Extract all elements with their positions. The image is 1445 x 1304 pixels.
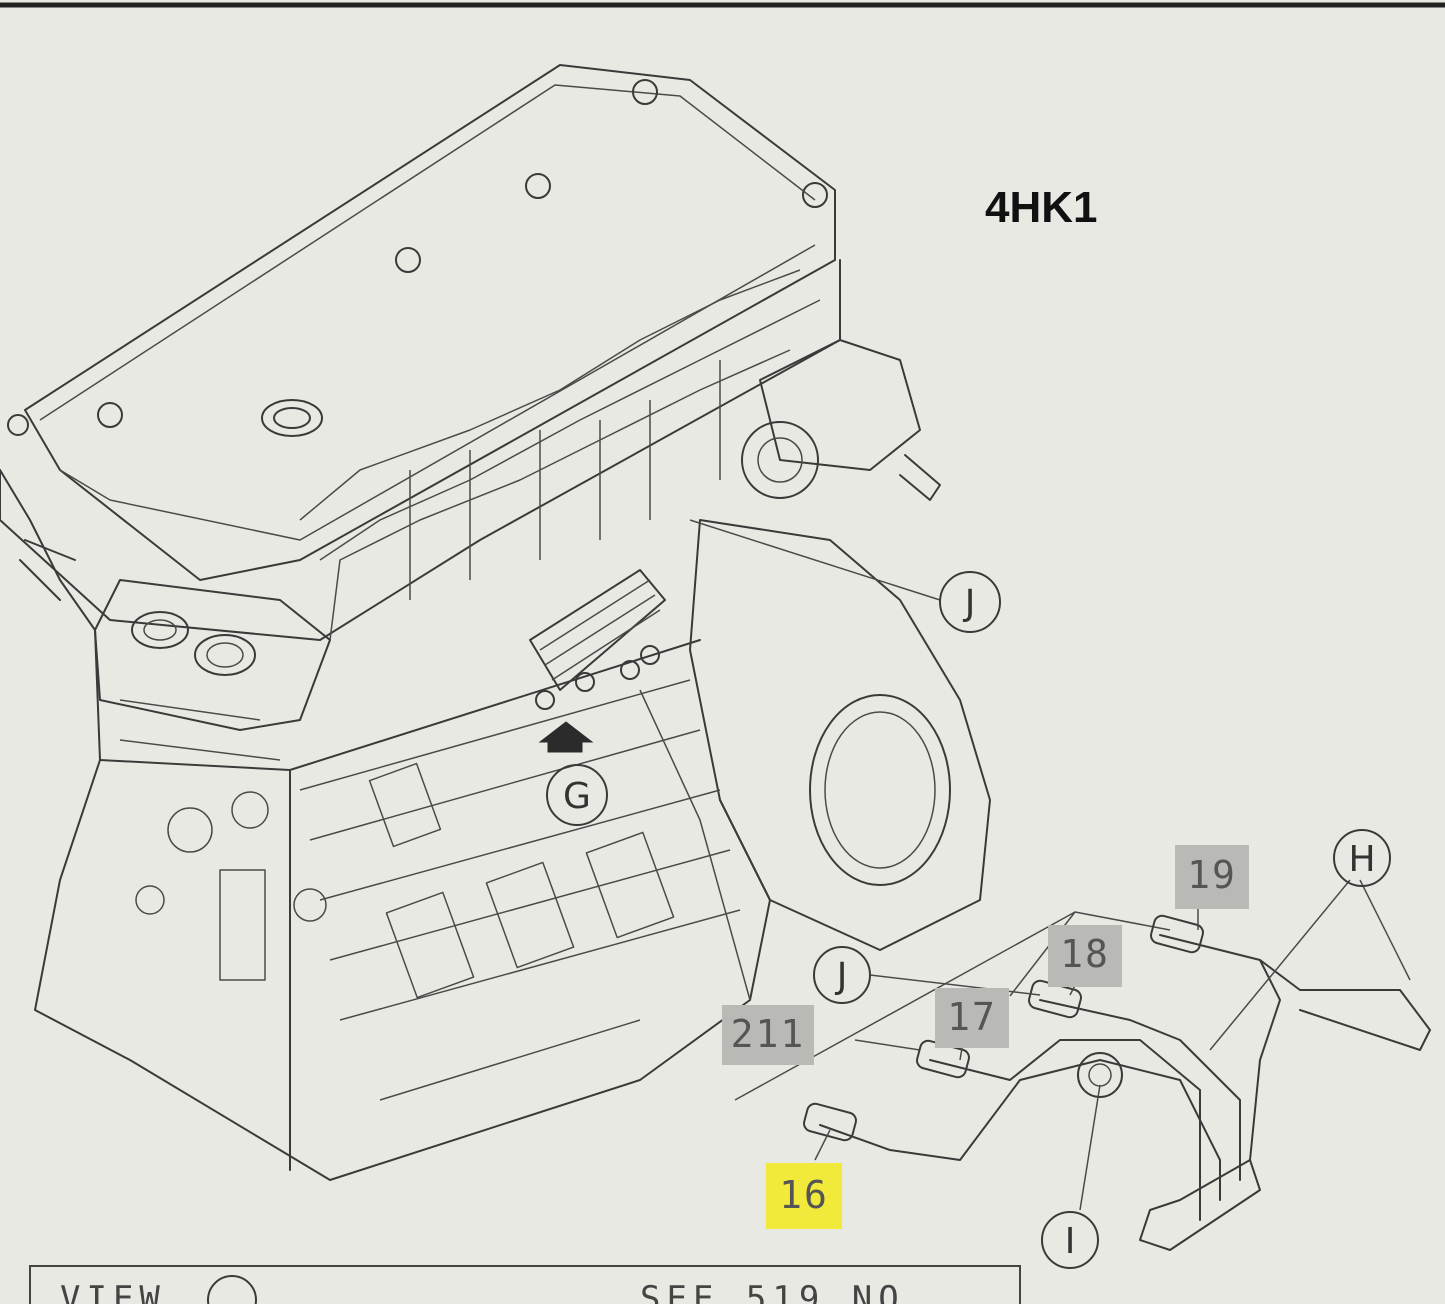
housing-bore bbox=[809, 694, 951, 886]
injector-cluster bbox=[529, 569, 666, 710]
front-cover bbox=[94, 579, 331, 731]
injection-pipe-2 bbox=[929, 1039, 1201, 1221]
callout-18[interactable]: 18 bbox=[1048, 925, 1122, 987]
view-mark-J-pipe: J bbox=[813, 946, 871, 1004]
svg-text:18: 18 bbox=[1060, 932, 1110, 976]
return-pipe bbox=[1259, 959, 1431, 1051]
pipe-detail bbox=[734, 879, 1431, 1251]
svg-text:H: H bbox=[1348, 839, 1375, 880]
svg-text:19: 19 bbox=[1187, 853, 1237, 897]
head-side bbox=[0, 259, 841, 641]
head-cover-inner bbox=[39, 84, 816, 541]
cover-bolts bbox=[7, 79, 828, 437]
rocker-area bbox=[299, 269, 821, 641]
svg-text:J: J bbox=[963, 583, 976, 624]
head-cover bbox=[24, 64, 836, 581]
footer-view-circle bbox=[207, 1275, 257, 1304]
svg-text:16: 16 bbox=[779, 1173, 829, 1217]
pulley-area bbox=[0, 469, 96, 631]
injection-pipe-3 bbox=[1039, 999, 1241, 1181]
callout-16-highlighted[interactable]: 16 bbox=[766, 1163, 842, 1229]
injection-pipe-1 bbox=[819, 1059, 1221, 1201]
footer-box: VIEW SEE 519 NO bbox=[29, 1265, 1021, 1304]
svg-text:17: 17 bbox=[947, 995, 997, 1039]
cylinder-block bbox=[34, 629, 771, 1181]
svg-text:I: I bbox=[1065, 1221, 1076, 1262]
view-mark-G: G bbox=[546, 764, 608, 826]
view-mark-I: I bbox=[1041, 1211, 1099, 1269]
injection-pipe-4 bbox=[1159, 934, 1281, 1161]
svg-text:J: J bbox=[835, 956, 848, 997]
leader-211 bbox=[639, 689, 751, 1001]
leader-J-top bbox=[689, 519, 941, 601]
engine-illustration bbox=[0, 64, 991, 1181]
model-title: 4HK1 bbox=[985, 183, 1098, 232]
callout-211[interactable]: 211 bbox=[722, 1005, 814, 1065]
view-mark-J-top: J bbox=[939, 571, 1001, 633]
svg-text:211: 211 bbox=[731, 1012, 806, 1056]
callout-19[interactable]: 19 bbox=[1175, 845, 1249, 909]
view-mark-H: H bbox=[1333, 829, 1391, 887]
svg-text:G: G bbox=[563, 776, 591, 817]
fuel-pump bbox=[741, 339, 941, 501]
callout-17[interactable]: 17 bbox=[935, 988, 1009, 1048]
footer-see-text: SEE 519 NO bbox=[640, 1279, 905, 1304]
footer-view-text: VIEW bbox=[60, 1279, 166, 1304]
block-ribs bbox=[135, 762, 675, 999]
view-arrow bbox=[538, 721, 594, 753]
block-details bbox=[119, 679, 741, 1101]
